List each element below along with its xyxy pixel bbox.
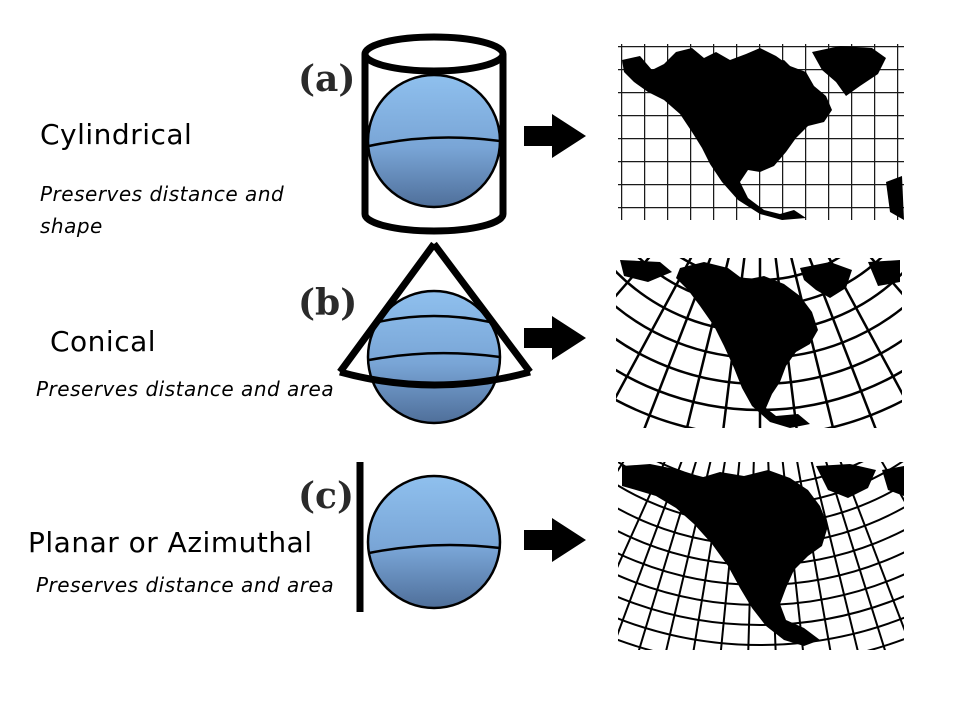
- label-c: (c): [298, 475, 354, 517]
- globe-b-standard-parallel: [377, 314, 491, 324]
- azimuthal-map: [618, 462, 904, 650]
- conical-graticule: [616, 258, 902, 428]
- conical-title: Conical: [50, 325, 157, 358]
- arrow-a-icon: [524, 114, 586, 158]
- conical-description: Preserves distance and area: [36, 377, 335, 401]
- cylinder-globe-illustration: [361, 33, 507, 235]
- plane-globe-illustration: [356, 462, 502, 612]
- cylinder-top: [361, 33, 507, 75]
- cone-left-side: [337, 241, 437, 375]
- label-a: (a): [298, 58, 356, 100]
- arrow-c-icon: [524, 518, 586, 562]
- globe-a-equator: [368, 136, 501, 148]
- cone-right-side: [431, 241, 533, 375]
- cylindrical-title: Cylindrical: [40, 118, 193, 151]
- globe-b-equator: [368, 351, 501, 362]
- conical-map: [616, 258, 902, 428]
- cylinder-bottom: [361, 213, 507, 235]
- globe-c: [366, 474, 502, 610]
- azimuthal-graticule: [618, 462, 904, 650]
- cylindrical-map: [618, 44, 904, 220]
- globe-c-equator: [368, 543, 501, 555]
- cylindrical-description: Preserves distance and shape: [40, 182, 285, 238]
- cone-base: [339, 368, 531, 389]
- planar-title: Planar or Azimuthal: [28, 526, 313, 559]
- arrow-b-icon: [524, 316, 586, 360]
- cone-globe-illustration: [337, 241, 533, 425]
- planar-description: Preserves distance and area: [36, 573, 335, 597]
- globe-a: [366, 73, 502, 209]
- label-b: (b): [298, 282, 358, 324]
